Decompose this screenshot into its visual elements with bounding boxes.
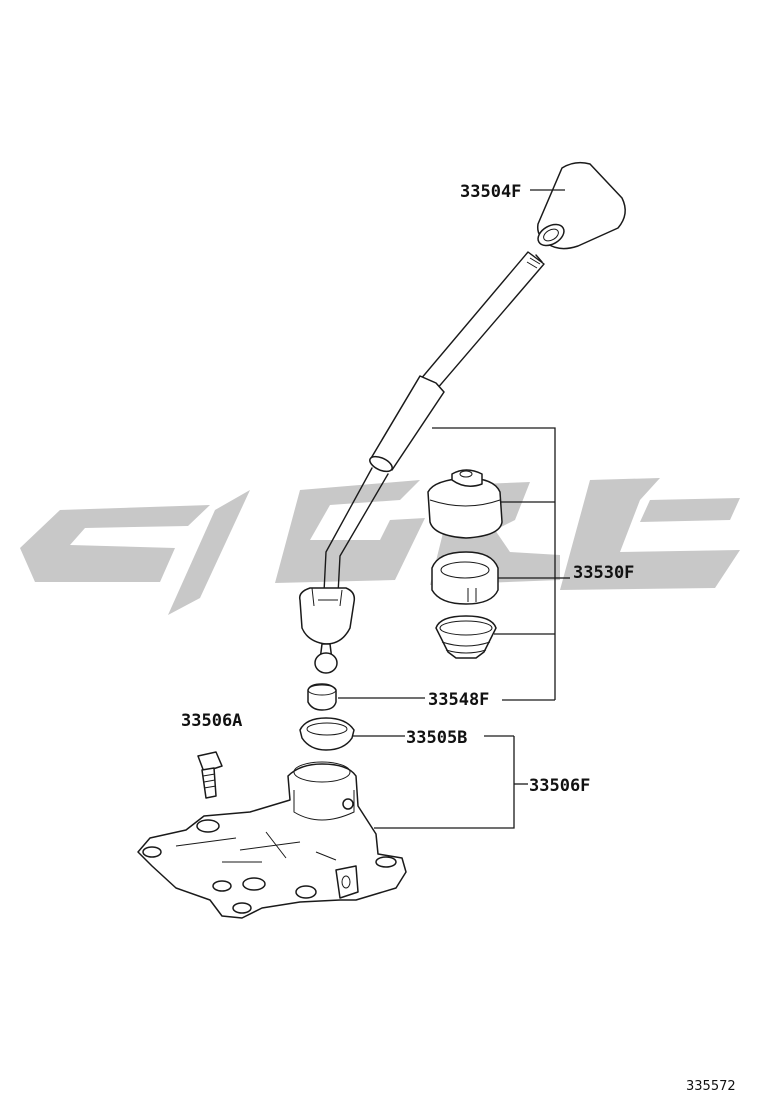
bushing [307, 683, 337, 711]
callout-bolt: 33506A [181, 711, 242, 731]
shift-lever [323, 251, 545, 595]
callout-boot-set: 33530F [573, 563, 634, 583]
boot-cap [427, 469, 503, 539]
shift-knob [536, 161, 626, 250]
lever-ball-joint [298, 587, 356, 674]
leader-lines [338, 189, 570, 829]
watermark-logo [20, 478, 740, 615]
split-ring [431, 551, 499, 605]
callout-knob: 33504F [460, 182, 521, 202]
callout-bushing: 33548F [428, 690, 489, 710]
shift-lever-seat [299, 717, 355, 751]
shift-lever-housing [137, 761, 407, 919]
rubber-boot [435, 615, 497, 659]
callout-housing: 33506F [529, 776, 590, 796]
figure-number: 335572 [686, 1079, 736, 1094]
callout-seat: 33505B [406, 728, 467, 748]
bolt [197, 751, 223, 799]
